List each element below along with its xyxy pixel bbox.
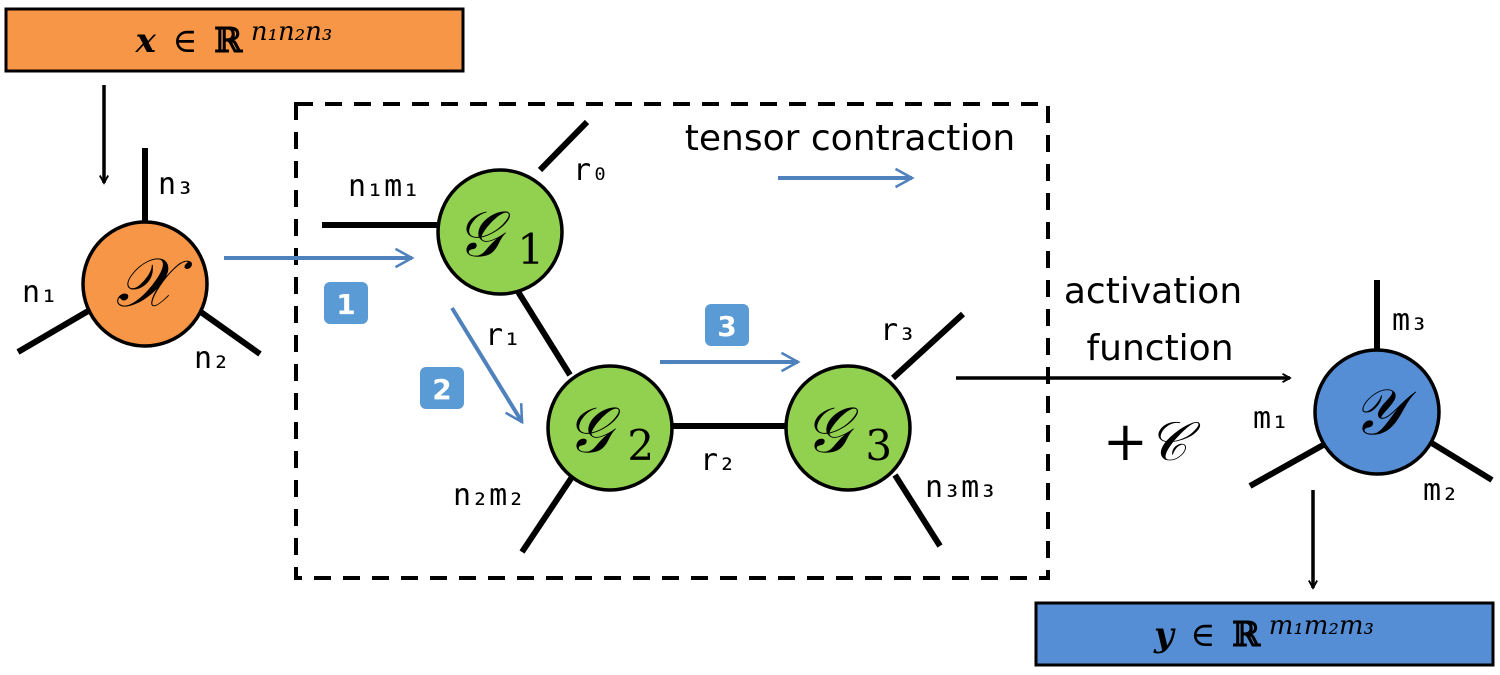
step-badge-1: 1 (324, 282, 368, 324)
bias-term: +𝒞 (1103, 410, 1201, 473)
bond-r0 (537, 119, 590, 173)
leg-m1 (1248, 441, 1327, 489)
core-g1-circle (436, 168, 564, 296)
input-vector-box: x ∈ ℝ n₁n₂n₃ (4, 7, 465, 73)
output-set-symbol: ℝ (1232, 615, 1261, 655)
bond-n2m2 (519, 475, 575, 554)
input-var: x (135, 21, 157, 61)
label-m1: m₁ (1253, 401, 1289, 436)
step-badge-3-label: 3 (717, 310, 736, 343)
output-in-symbol: ∈ (1190, 615, 1215, 655)
core-g2-sub: 2 (627, 421, 654, 470)
output-exponent: m₁m₂m₃ (1269, 611, 1374, 641)
output-box-label: y ∈ ℝ m₁m₂m₃ (1153, 611, 1374, 655)
core-g3-label: 𝒢 3 (804, 394, 892, 470)
input-box-label: x ∈ ℝ n₁n₂n₃ (135, 17, 333, 61)
step-badge-2-label: 2 (432, 373, 451, 406)
input-node-legs (16, 148, 262, 357)
tensor-train-dashed-box (294, 102, 1050, 580)
input-set-symbol: ℝ (214, 21, 243, 61)
bond-r3 (890, 311, 966, 381)
output-box-fill (1034, 601, 1495, 667)
leg-n1 (16, 304, 97, 355)
core-g2: 𝒢 2 (546, 364, 674, 492)
label-n2m2: n₂m₂ (453, 478, 525, 513)
activation-text-line1: activation (1064, 271, 1242, 312)
step-badge-2: 2 (420, 367, 464, 409)
output-node-legs (1248, 280, 1494, 489)
step-badge-1-label: 1 (336, 288, 355, 321)
step-badge-1-bg (324, 282, 368, 324)
input-node-x (81, 220, 209, 348)
leg-m2 (1428, 439, 1494, 483)
core-g1-symbol: 𝒢 (456, 198, 511, 272)
core-g3-sub: 3 (865, 421, 892, 470)
core-g1: 𝒢 1 (436, 168, 564, 296)
label-n3m3: n₃m₃ (925, 470, 997, 505)
activation-text-line2: function (1086, 328, 1233, 369)
label-r2: r₂ (700, 443, 736, 478)
core-g2-circle (546, 364, 674, 492)
label-m3: m₃ (1392, 303, 1428, 338)
core-g3-symbol: 𝒢 (804, 394, 859, 468)
step-badge-3: 3 (705, 304, 749, 346)
step-badge-2-bg (420, 367, 464, 409)
output-node-y (1313, 348, 1441, 476)
core-g2-label: 𝒢 2 (566, 394, 654, 470)
label-r3: r₃ (880, 313, 916, 348)
label-r1: r₁ (485, 318, 521, 353)
output-var: y (1153, 615, 1176, 655)
core-bonds (322, 119, 966, 554)
label-n3: n₃ (158, 167, 194, 202)
core-g3-circle (784, 364, 912, 492)
core-g1-sub: 1 (517, 225, 544, 274)
input-in-symbol: ∈ (172, 21, 197, 61)
label-r0: r₀ (573, 153, 609, 188)
step-badge-3-bg (705, 304, 749, 346)
core-g2-symbol: 𝒢 (566, 394, 621, 468)
label-n1m1: n₁m₁ (348, 169, 420, 204)
contraction-arrow-2 (450, 306, 524, 425)
core-g1-label: 𝒢 1 (456, 198, 544, 274)
output-vector-box: y ∈ ℝ m₁m₂m₃ (1034, 601, 1495, 667)
bond-r1 (509, 280, 573, 377)
input-exponent: n₁n₂n₃ (251, 17, 333, 47)
label-m2: m₂ (1423, 473, 1459, 508)
label-n1: n₁ (22, 275, 58, 310)
bond-n3m3 (892, 473, 943, 548)
input-box-fill (4, 7, 465, 73)
label-n2: n₂ (194, 341, 230, 376)
legend-tensor-contraction: tensor contraction (685, 118, 1015, 159)
leg-n2 (196, 307, 262, 357)
core-g3: 𝒢 3 (784, 364, 912, 492)
